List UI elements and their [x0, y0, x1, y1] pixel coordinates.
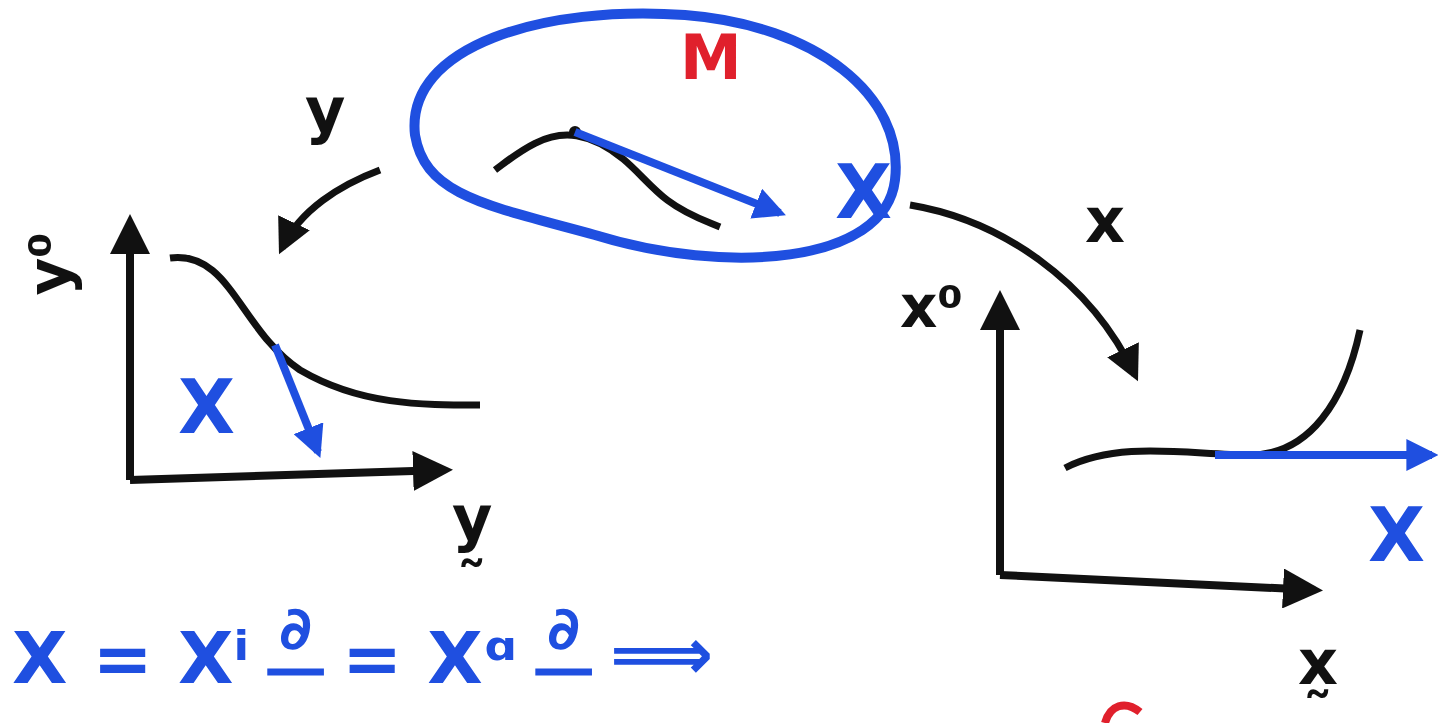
vector-name: X [835, 155, 892, 229]
axis [1000, 575, 1315, 590]
curve [1065, 330, 1360, 468]
axis [996, 298, 1004, 575]
axis [130, 470, 445, 480]
map-name: y [305, 80, 345, 142]
map-name: x [1085, 190, 1125, 252]
axis-label: x⁰ [900, 278, 963, 336]
manifold-region: MX [395, 5, 905, 270]
partial-symbol: ∂ [547, 598, 580, 658]
axis-label: y̰ [452, 488, 492, 550]
implies-symbol: ⟹ [610, 618, 713, 690]
chart-map-arrow [282, 170, 380, 248]
fraction-bar [535, 669, 592, 676]
vector-name: X [1368, 498, 1425, 572]
manifold-outline [414, 14, 895, 258]
vector-name: X [178, 370, 235, 444]
axis-label: x̰ [1298, 632, 1338, 694]
tangent-vector [575, 132, 780, 213]
axis [126, 222, 134, 480]
partial-symbol: ∂ [279, 598, 312, 658]
formula-term: X = Xⁱ [12, 622, 249, 694]
tangent-vector [275, 345, 318, 452]
fraction-bar [267, 669, 324, 676]
manifold-name: M [680, 27, 742, 89]
tangent-vector [1215, 451, 1432, 459]
cut-mark [1105, 705, 1140, 723]
formula-term: = Xᵅ [342, 622, 517, 694]
manifold-outline [395, 5, 905, 270]
axis-label: y⁰ [21, 232, 79, 295]
